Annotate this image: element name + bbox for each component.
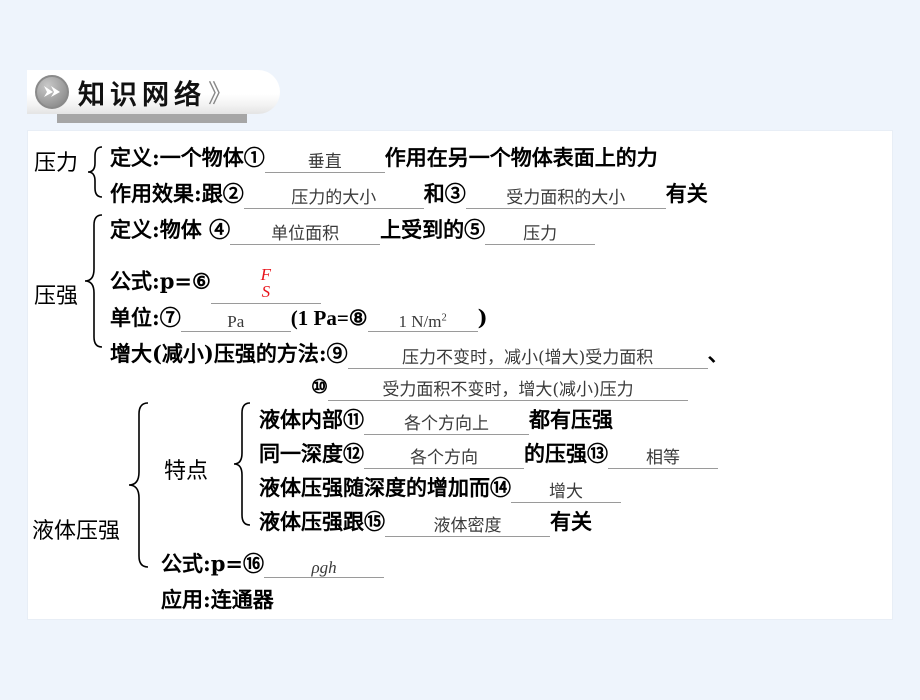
- circle-double-chevron-icon: [35, 75, 69, 109]
- blank-answer-2: 压力的大小: [243, 190, 424, 209]
- blank-answer-3: 受力面积的大小: [465, 190, 666, 209]
- blank-answer-8: 1 N/m2: [367, 313, 478, 332]
- banner-shadow-bar: [57, 113, 247, 123]
- row-prefix: 定义:物体 ④: [110, 217, 231, 242]
- blank-answer-14: 增大: [511, 484, 621, 503]
- row-suffix: 作用在另一个物体表面上的力: [384, 145, 658, 170]
- row-prefix: 应用:连通器: [161, 587, 274, 612]
- row-mid: 的压强⑬: [524, 441, 608, 466]
- row-mid: (1 Pa=⑧: [290, 306, 368, 330]
- blank-answer-16: ρgh: [264, 559, 385, 578]
- blank-answer-9: 压力不变时，减小(增大)受力面积: [347, 350, 708, 369]
- branch-label-yetiyaqiang: 液体压强: [32, 519, 121, 544]
- blank-answer-6: F S: [210, 266, 321, 304]
- row-mid: 上受到的⑤: [380, 217, 486, 242]
- brace-lines: [84, 146, 251, 568]
- row-suffix: 有关: [665, 181, 708, 206]
- blank-answer-10: 受力面积不变时，增大(减小)压力: [328, 382, 689, 401]
- blank-answer-7: Pa: [180, 313, 291, 332]
- blank-answer-12: 各个方向: [364, 450, 524, 469]
- row-mid: 和③: [423, 181, 466, 206]
- blank-answer-5: 压力: [485, 226, 596, 245]
- row-prefix: 定义:一个物体①: [110, 145, 265, 170]
- row-suffix: 、: [707, 341, 729, 366]
- row-liquid-application: 应用:连通器: [161, 589, 274, 610]
- row-suffix: ): [477, 305, 488, 330]
- row-prefix: 公式:p=⑥: [110, 268, 211, 294]
- fraction-numerator: F: [260, 265, 272, 284]
- row-yaqiang-formula: 公式:p=⑥ F S: [110, 266, 321, 304]
- banner-title: 知识网络: [78, 79, 206, 111]
- row-prefix: 液体内部⑪: [259, 407, 364, 432]
- row-prefix: ⑩: [311, 376, 329, 398]
- blank-answer-15: 液体密度: [385, 518, 550, 537]
- blank-answer-11: 各个方向上: [364, 416, 529, 435]
- row-prefix: 单位:⑦: [110, 305, 181, 330]
- row-prefix: 液体压强随深度的增加而⑭: [259, 475, 511, 500]
- row-prefix: 同一深度⑫: [259, 441, 364, 466]
- row-prefix: 增大(减小)压强的方法:⑨: [110, 341, 348, 366]
- row-prefix: 公式:p=⑯: [161, 551, 265, 576]
- sub-branch-label-tedian: 特点: [164, 459, 209, 484]
- branch-label-yaqiang: 压强: [34, 284, 79, 309]
- fraction-denominator: S: [261, 282, 271, 301]
- row-suffix: 有关: [550, 509, 592, 534]
- row-prefix: 作用效果:跟②: [110, 181, 244, 206]
- branch-label-yali: 压力: [34, 151, 79, 176]
- blank-answer-1: 垂直: [264, 154, 385, 173]
- section-banner: 知识网络 》: [27, 70, 280, 114]
- blank-answer-13: 相等: [608, 450, 718, 469]
- row-prefix: 液体压强跟⑮: [259, 509, 385, 534]
- blank-answer-4: 单位面积: [230, 226, 381, 245]
- banner-chevron-icon: 》: [208, 79, 234, 108]
- row-suffix: 都有压强: [529, 407, 613, 432]
